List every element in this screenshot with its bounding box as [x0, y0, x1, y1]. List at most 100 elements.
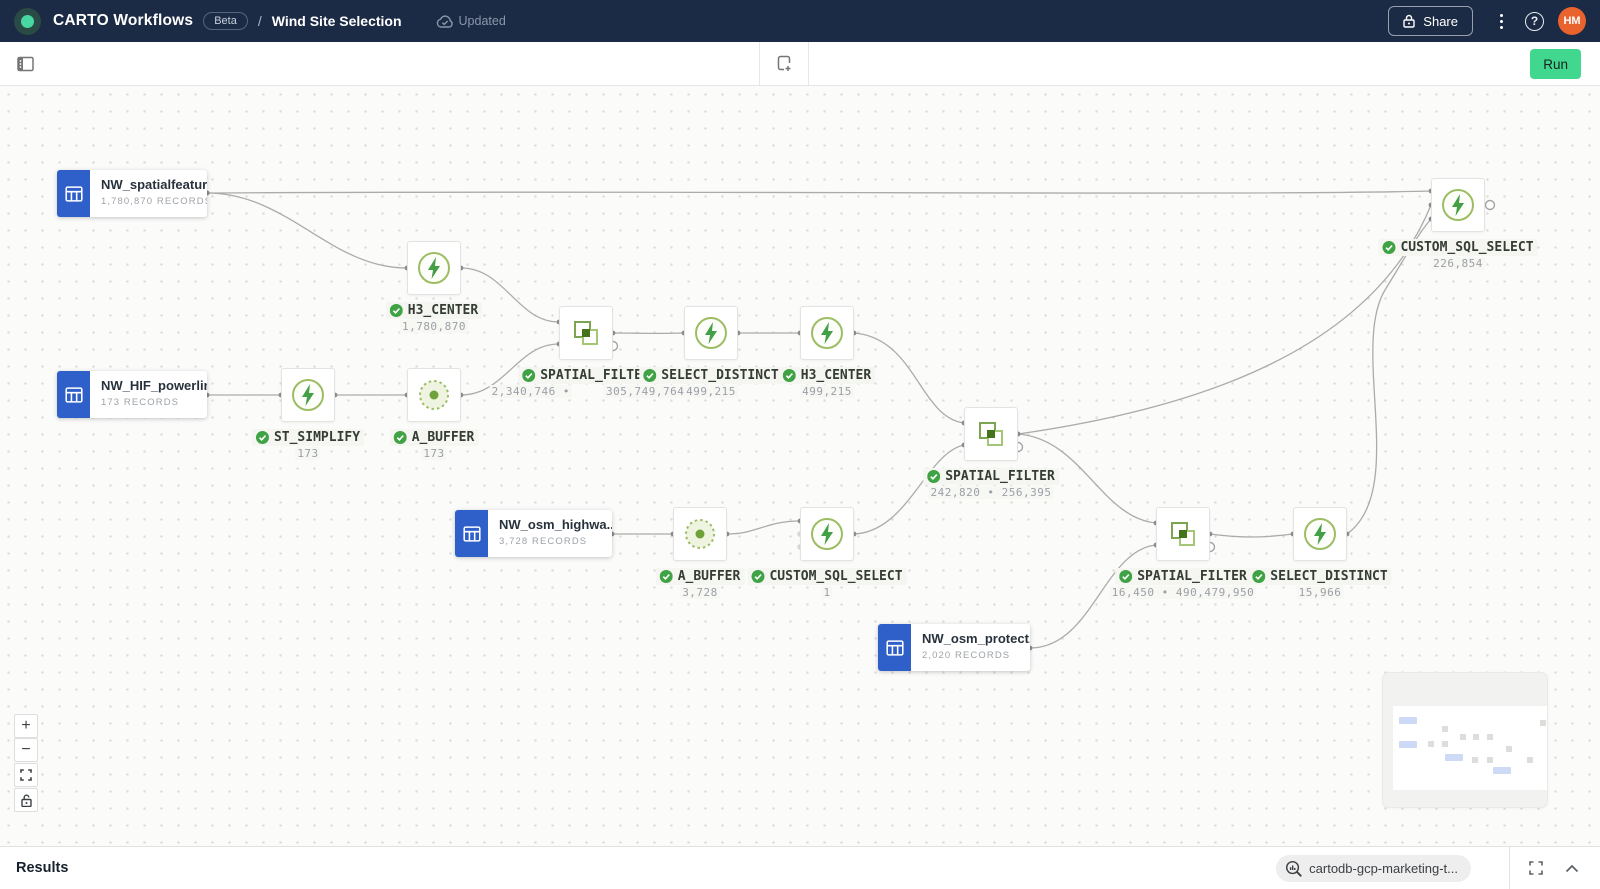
minimap-op-node	[1472, 757, 1478, 763]
success-check-icon	[751, 570, 765, 583]
node-count: 1	[821, 586, 833, 599]
node-counts: 499,215	[684, 385, 738, 398]
table-node-title: NW_spatialfeatur...	[101, 177, 207, 192]
node-label-text: ST_SIMPLIFY	[273, 430, 361, 445]
run-button[interactable]: Run	[1530, 49, 1581, 79]
edge	[1209, 533, 1294, 538]
toolbar: Run	[0, 42, 1600, 86]
workflow-title: Wind Site Selection	[271, 13, 402, 29]
share-button[interactable]: Share	[1388, 6, 1473, 36]
results-title: Results	[16, 860, 69, 876]
connection-chip[interactable]: cartodb-gcp-marketing-t...	[1276, 854, 1471, 882]
node-count: 15,966	[1296, 586, 1344, 599]
success-check-icon	[255, 431, 269, 444]
edge	[206, 192, 408, 269]
table-icon-box	[57, 371, 90, 418]
node-label: CUSTOM_SQL_SELECT	[747, 568, 907, 585]
success-check-icon	[389, 304, 403, 317]
help-button[interactable]: ?	[1525, 11, 1544, 31]
node-counts: 15,966	[1296, 586, 1344, 599]
plus-icon: +	[21, 717, 31, 734]
node-counts: 1,780,870	[399, 320, 469, 333]
save-status: Updated	[436, 14, 506, 28]
collapse-results-button[interactable]	[1554, 850, 1590, 886]
port-secondary-output[interactable]	[1484, 199, 1496, 211]
zoom-in-button[interactable]: +	[14, 714, 38, 738]
table-node-records: 3,728 RECORDS	[499, 536, 588, 547]
node-label-text: H3_CENTER	[800, 368, 872, 383]
node-label-text: CUSTOM_SQL_SELECT	[769, 569, 903, 584]
node-table[interactable]: NW_spatialfeatur... 1,780,870 RECORDS	[57, 170, 207, 217]
operation-node-box[interactable]	[1293, 507, 1347, 561]
workflow-canvas[interactable]: NW_spatialfeatur... 1,780,870 RECORDS NW…	[0, 86, 1600, 846]
table-node-body: NW_HIF_powerlin... 173 RECORDS	[90, 371, 207, 418]
results-bar: Results cartodb-gcp-marketing-t...	[0, 846, 1600, 889]
edge	[206, 190, 1432, 194]
bolt-icon	[1442, 189, 1474, 221]
user-avatar[interactable]: HM	[1558, 7, 1586, 35]
node-counts: 173	[295, 447, 321, 460]
operation-node-box[interactable]	[684, 306, 738, 360]
sidebar-toggle-button[interactable]	[14, 52, 38, 76]
node-table[interactable]: NW_osm_highwa... 3,728 RECORDS	[455, 510, 612, 557]
minimap-op-node	[1460, 734, 1466, 740]
operation-node-box[interactable]	[800, 507, 854, 561]
node-operation: CUSTOM_SQL_SELECT 226,854	[1378, 178, 1538, 270]
minimap[interactable]	[1383, 673, 1547, 807]
operation-node-box[interactable]	[964, 407, 1018, 461]
table-node-title: NW_osm_highwa...	[499, 517, 612, 532]
lock-button[interactable]	[14, 788, 38, 812]
expand-results-button[interactable]	[1518, 850, 1554, 886]
success-check-icon	[643, 369, 657, 382]
add-note-button[interactable]	[759, 42, 809, 85]
minimap-op-node	[1473, 734, 1479, 740]
operation-node-box[interactable]	[1156, 507, 1210, 561]
bolt-icon	[811, 518, 843, 550]
node-operation: SELECT_DISTINCT 15,966	[1248, 507, 1392, 599]
node-operation: A_BUFFER 3,728	[655, 507, 745, 599]
node-operation: H3_CENTER 1,780,870	[385, 241, 483, 333]
operation-node-box[interactable]	[800, 306, 854, 360]
operation-node-box[interactable]	[281, 368, 335, 422]
add-note-icon	[777, 55, 791, 71]
edge	[1017, 204, 1432, 435]
minimap-table-node	[1445, 754, 1463, 761]
sidebar-toggle-icon	[17, 56, 34, 72]
success-check-icon	[782, 369, 796, 382]
node-count: 226,854	[1431, 257, 1485, 270]
node-label-text: SPATIAL_FILTER	[1137, 569, 1247, 584]
node-label: SPATIAL_FILTER	[1115, 568, 1251, 585]
node-count: 1,780,870	[399, 320, 469, 333]
minimap-op-node	[1527, 757, 1533, 763]
table-node-records: 173 RECORDS	[101, 397, 180, 408]
operation-node-box[interactable]	[1431, 178, 1485, 232]
success-check-icon	[522, 369, 536, 382]
node-label-text: H3_CENTER	[407, 303, 479, 318]
divider	[1509, 846, 1510, 889]
node-count: 305,749,764	[604, 385, 687, 398]
node-label: A_BUFFER	[389, 429, 479, 446]
operation-node-box[interactable]	[407, 368, 461, 422]
minimap-op-node	[1442, 741, 1448, 747]
node-label-text: A_BUFFER	[411, 430, 475, 445]
more-options-button[interactable]	[1489, 9, 1513, 33]
node-table[interactable]: NW_osm_protect... 2,020 RECORDS	[878, 624, 1030, 671]
operation-node-box[interactable]	[407, 241, 461, 295]
fit-view-button[interactable]	[14, 763, 38, 787]
table-node-title: NW_HIF_powerlin...	[101, 378, 207, 393]
node-counts: 2,340,746 •305,749,764	[489, 385, 687, 398]
node-counts: 242,820 • 256,395	[928, 486, 1054, 499]
bolt-icon	[811, 317, 843, 349]
table-node-records: 1,780,870 RECORDS	[101, 196, 207, 207]
node-label: A_BUFFER	[655, 568, 745, 585]
operation-node-box[interactable]	[559, 306, 613, 360]
table-icon	[462, 525, 481, 542]
node-table[interactable]: NW_HIF_powerlin... 173 RECORDS	[57, 371, 207, 418]
operation-node-box[interactable]	[673, 507, 727, 561]
node-operation: H3_CENTER 499,215	[778, 306, 876, 398]
spatial-filter-icon	[979, 422, 1003, 446]
table-icon	[64, 386, 83, 403]
unlock-icon	[20, 794, 32, 807]
zoom-out-button[interactable]: −	[14, 738, 38, 762]
edge-layer	[204, 188, 1496, 651]
